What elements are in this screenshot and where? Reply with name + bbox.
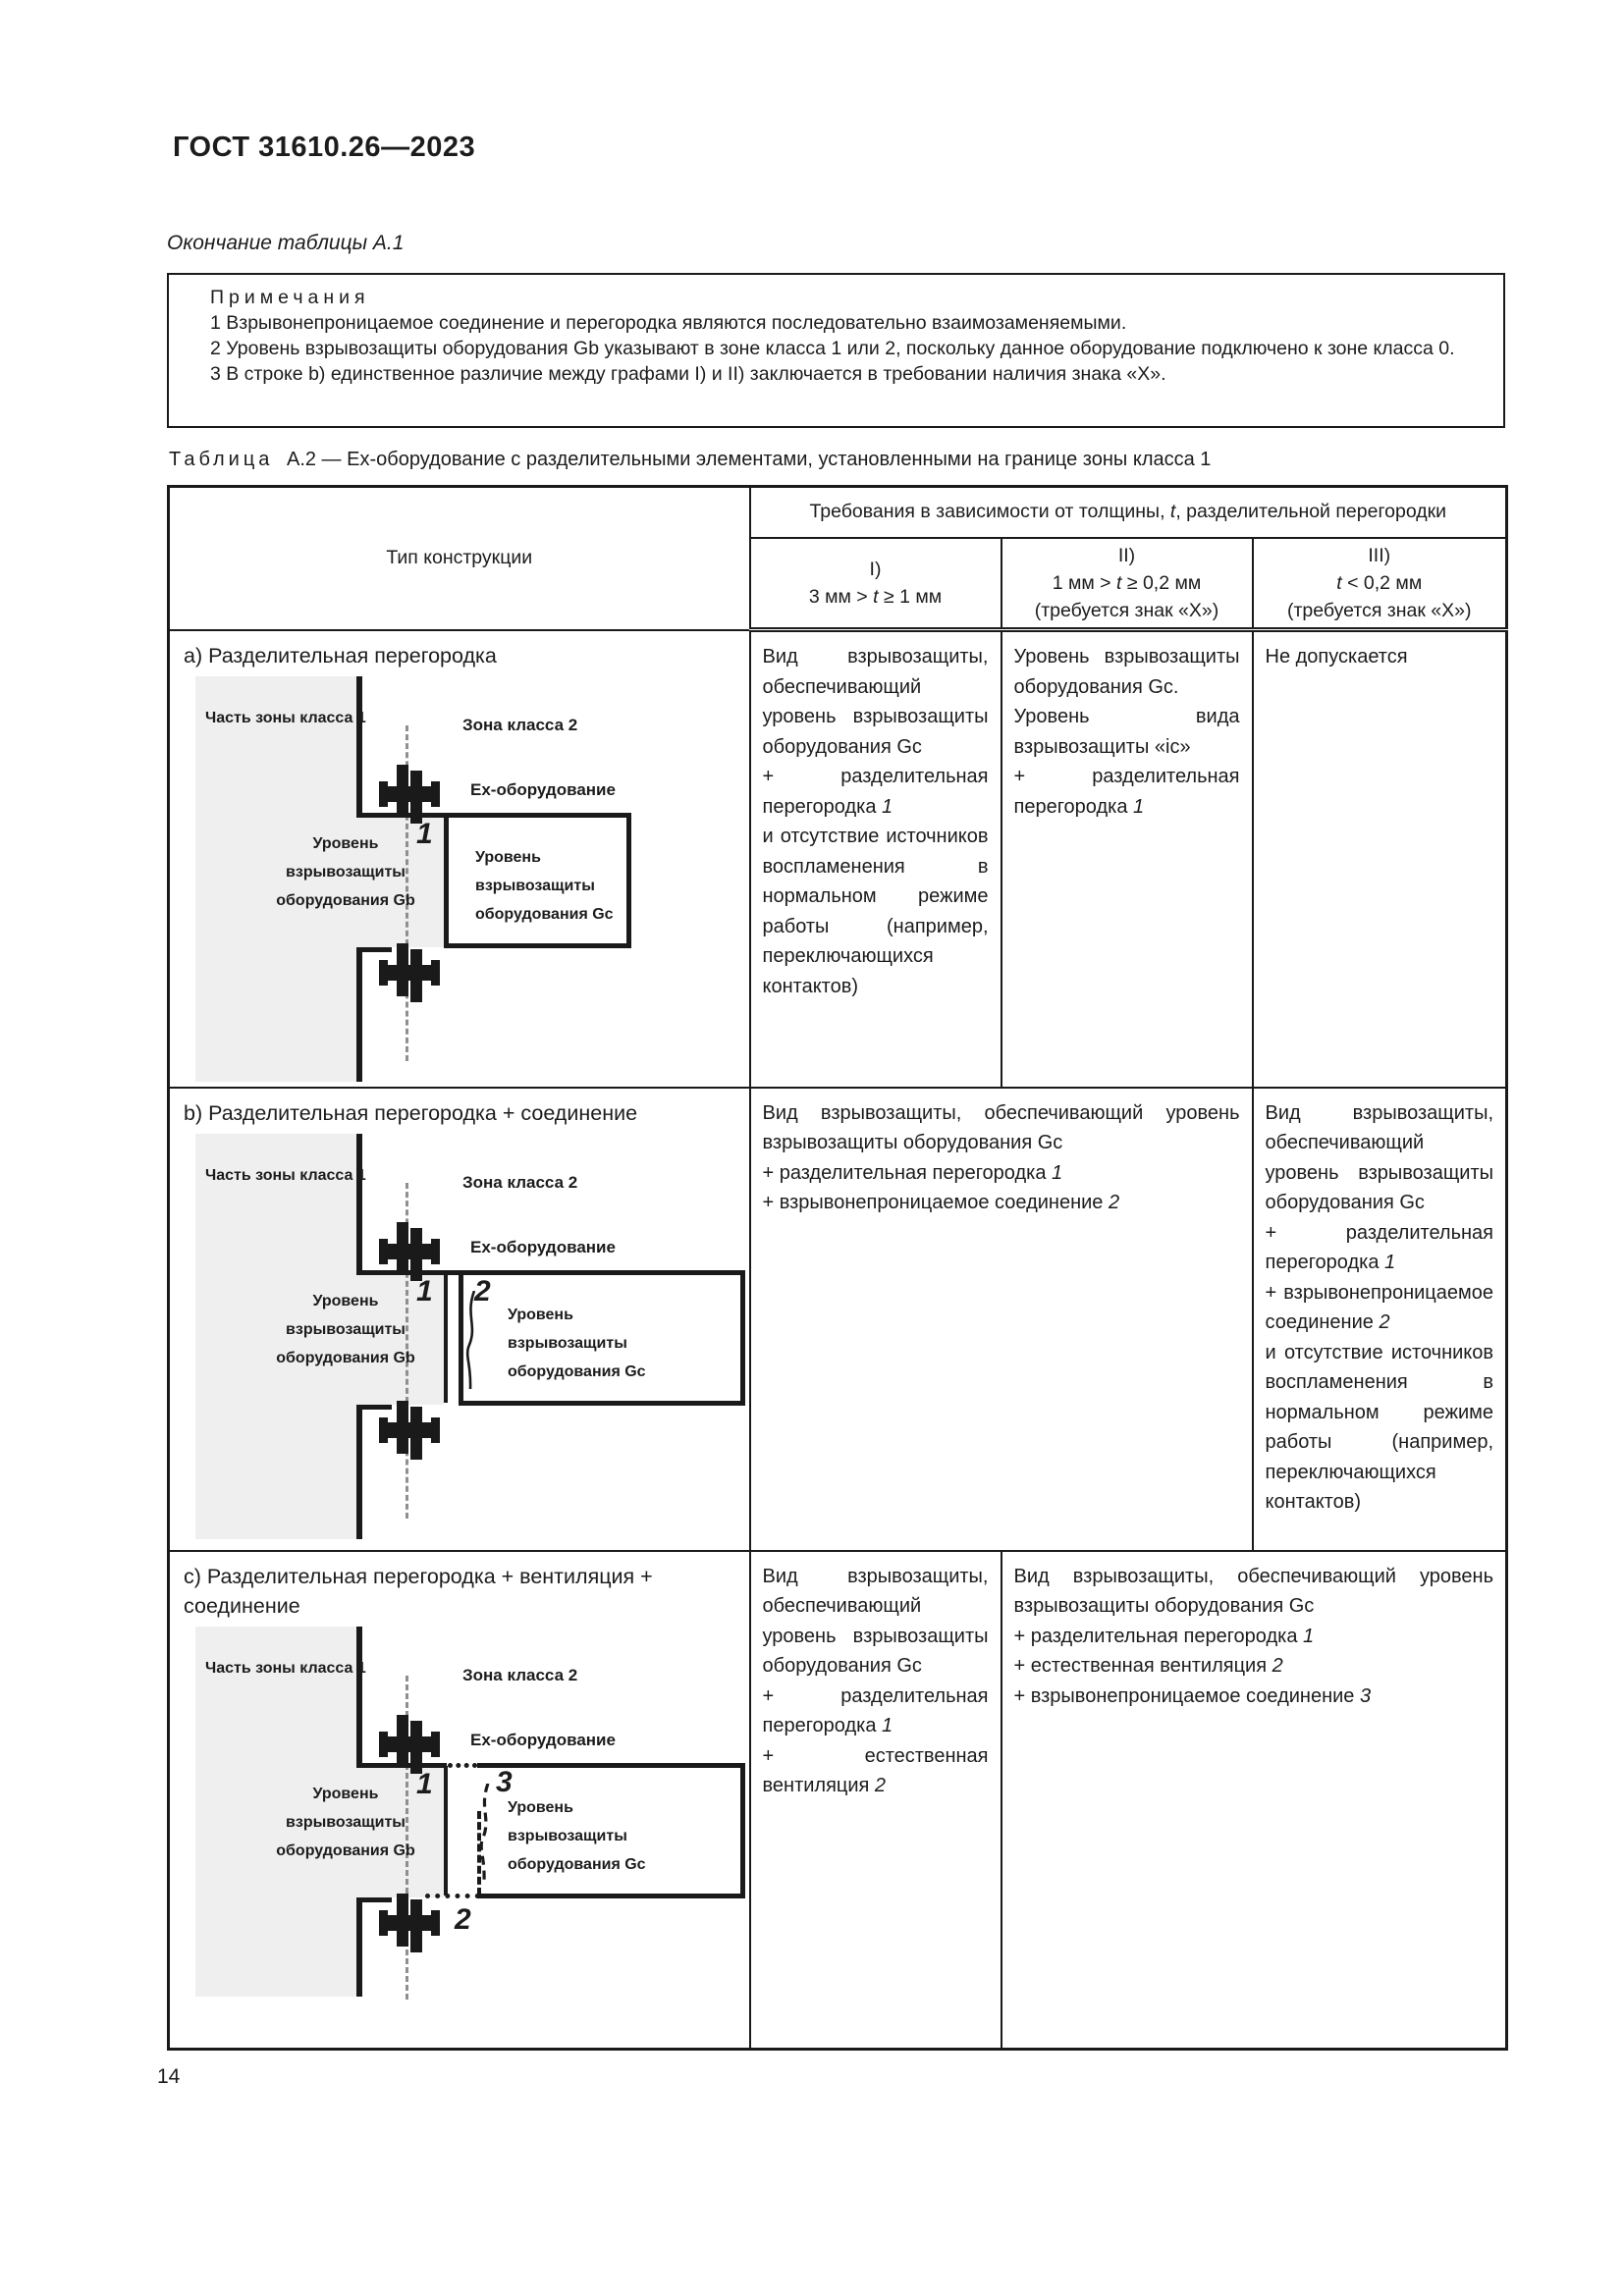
zone1-area xyxy=(195,1133,359,1539)
gc-equipment-box xyxy=(444,812,631,948)
cable-gland-connector-upper xyxy=(379,1220,440,1283)
ventilation-dashed-edge xyxy=(477,1810,481,1896)
enclosure-floor xyxy=(356,1896,392,1902)
enclosure-wall-top xyxy=(356,1626,362,1767)
enclosure-shelf xyxy=(356,1269,460,1275)
gc-equipment-box xyxy=(477,1762,745,1898)
cable-gland-connector-upper xyxy=(379,1713,440,1776)
header-type-col: Тип конструкции xyxy=(167,485,751,631)
zone1-area xyxy=(195,1626,359,1997)
row-a-col-ii: Уровень взрывозащиты оборудования Gc.Уро… xyxy=(1000,628,1254,1089)
enclosure-wall-top xyxy=(356,1133,362,1274)
gc-equipment-box xyxy=(459,1269,745,1406)
note-item-3: 3 В строке b) единственное различие межд… xyxy=(210,363,1166,385)
row-c-title: c) Разделительная перегородка + вентиляц… xyxy=(184,1564,653,1618)
row-a-title: a) Разделительная перегородка xyxy=(184,643,497,667)
flameproof-joint-dashed-curve xyxy=(475,1782,493,1888)
row-a-col-iii: Не допускается xyxy=(1251,628,1508,1089)
zone1-label: Часть зоны класса 1 xyxy=(205,709,366,726)
row-a-col-i: Вид взрывозащиты, обеспечивающий уровень… xyxy=(748,628,1002,1089)
header-col-i: I)3 мм > t ≥ 1 мм xyxy=(748,536,1002,632)
zone-boundary-dashed-line xyxy=(406,1182,408,1519)
row-b-title: b) Разделительная перегородка + соединен… xyxy=(184,1100,638,1125)
cable-gland-connector-lower xyxy=(379,941,440,1004)
row-c-col-i: Вид взрывозащиты, обеспечивающий уровень… xyxy=(748,1549,1002,2051)
table-row-a: a) Разделительная перегородка Часть зоны… xyxy=(167,628,1508,1089)
doc-number: ГОСТ 31610.26—2023 xyxy=(173,132,476,163)
cable-gland-connector-lower xyxy=(379,1399,440,1462)
flameproof-joint-curve xyxy=(461,1290,479,1395)
callout-1: 1 xyxy=(416,1274,433,1308)
enclosure-floor xyxy=(356,1404,392,1410)
row-c-diagram-cell: c) Разделительная перегородка + вентиляц… xyxy=(167,1549,751,2051)
ventilation-bottom-dotted xyxy=(425,1893,490,1898)
enclosure-wall-bottom xyxy=(356,1404,362,1539)
table-header-row-1: Тип конструкции Требования в зависимости… xyxy=(167,485,1508,631)
zone2-label: Зона класса 2 xyxy=(462,1172,578,1192)
zone-boundary-dashed-line xyxy=(406,1675,408,2000)
notes-box: Примечания 1 Взрывонепроницаемое соедине… xyxy=(167,273,1505,428)
table-caption-text: А.2 — Ex-оборудование с разделительными … xyxy=(286,449,1212,470)
zone2-label: Зона класса 2 xyxy=(462,715,578,734)
header-requirements: Требования в зависимости от толщины, t, … xyxy=(748,485,1508,539)
row-a-diagram-cell: a) Разделительная перегородка Часть зоны… xyxy=(167,628,751,1089)
zone2-label: Зона класса 2 xyxy=(462,1665,578,1684)
row-b-col-i-ii: Вид взрывозащиты, обеспечивающий уровень… xyxy=(748,1086,1254,1552)
row-b-col-iii: Вид взрывозащиты, обеспечивающий уровень… xyxy=(1251,1086,1508,1552)
callout-2: 2 xyxy=(474,1274,491,1308)
zone1-area-lower xyxy=(359,1765,444,1897)
diagram-separating-partition: Часть зоны класса 1 Зона класса 2 Ex-обо… xyxy=(184,675,743,1087)
note-item-1: 1 Взрывонепроницаемое соединение и перег… xyxy=(210,312,1127,334)
callout-2: 2 xyxy=(455,1902,471,1936)
table-row-b: b) Разделительная перегородка + соединен… xyxy=(167,1086,1508,1552)
table-continuation-note: Окончание таблицы А.1 xyxy=(167,232,405,254)
notes-title: Примечания xyxy=(210,287,370,308)
table-row-c: c) Разделительная перегородка + вентиляц… xyxy=(167,1549,1508,2051)
zone-boundary-dashed-line xyxy=(406,724,408,1061)
ex-equipment-label: Ex-оборудование xyxy=(470,779,616,799)
table-caption-label: Таблица xyxy=(169,449,274,470)
page-number: 14 xyxy=(157,2065,181,2088)
diagram-partition-ventilation-joint: Часть зоны класса 1 Зона класса 2 Ex-обо… xyxy=(184,1626,745,2002)
enclosure-floor xyxy=(356,946,392,952)
enclosure-wall-bottom xyxy=(356,946,362,1082)
ex-equipment-label: Ex-оборудование xyxy=(470,1730,616,1749)
callout-1: 1 xyxy=(416,1767,433,1800)
zone1-label: Часть зоны класса 1 xyxy=(205,1659,366,1677)
row-b-diagram-cell: b) Разделительная перегородка + соединен… xyxy=(167,1086,751,1552)
cable-gland-connector-lower xyxy=(379,1892,440,1954)
note-item-2: 2 Уровень взрывозащиты оборудования Gb у… xyxy=(210,338,1455,359)
ex-equipment-label: Ex-оборудование xyxy=(470,1237,616,1256)
separating-partition-line xyxy=(444,1765,448,1896)
callout-3: 3 xyxy=(496,1765,513,1798)
row-c-col-ii-iii: Вид взрывозащиты, обеспечивающий уровень… xyxy=(1000,1549,1508,2051)
zone1-label: Часть зоны класса 1 xyxy=(205,1166,366,1184)
table-header-row-2: I)3 мм > t ≥ 1 мм II)1 мм > t ≥ 0,2 мм(т… xyxy=(169,536,1508,632)
separating-partition-line xyxy=(444,1272,448,1403)
enclosure-wall-top xyxy=(356,675,362,817)
enclosure-wall-bottom xyxy=(356,1896,362,1997)
header-col-ii: II)1 мм > t ≥ 0,2 мм(требуется знак «X») xyxy=(1000,536,1254,632)
table-caption: Таблица А.2 — Ex-оборудование с разделит… xyxy=(169,449,1211,471)
cable-gland-connector-upper xyxy=(379,763,440,826)
zone1-area xyxy=(195,675,359,1082)
diagram-partition-plus-joint: Часть зоны класса 1 Зона класса 2 Ex-обо… xyxy=(184,1133,745,1544)
table-a2: Тип конструкции Требования в зависимости… xyxy=(167,485,1509,2051)
callout-1: 1 xyxy=(416,817,433,850)
header-col-iii: III)t < 0,2 мм(требуется знак «X») xyxy=(1251,536,1508,632)
zone1-area-lower xyxy=(359,815,444,947)
zone1-area-lower xyxy=(359,1272,444,1405)
ventilation-opening-dotted xyxy=(448,1762,477,1768)
